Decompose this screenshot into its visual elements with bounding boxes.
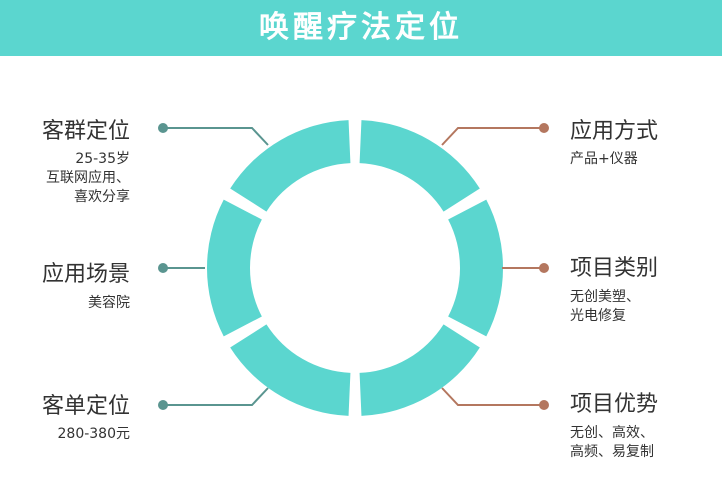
desc-application-scene: 美容院 <box>88 295 130 311</box>
label-project-advantage: 项目优势 <box>570 392 659 417</box>
connector-line-customer-group <box>163 127 269 146</box>
title-banner <box>0 0 722 56</box>
connector-dot-project-advantage <box>539 400 549 410</box>
connector-line-application-method <box>441 127 544 146</box>
desc-price-position: 280-380元 <box>57 426 131 442</box>
desc-project-category: 无创美塑、 光电修复 <box>570 289 640 324</box>
ring-segments <box>206 120 503 416</box>
ring-segment-project-advantage <box>359 324 480 416</box>
connector-dot-application-scene <box>158 263 168 273</box>
label-application-method: 应用方式 <box>570 119 659 144</box>
label-project-category: 项目类别 <box>570 256 659 281</box>
desc-application-method: 产品+仪器 <box>570 151 638 167</box>
label-price-position: 客单定位 <box>41 394 130 419</box>
connector-dot-customer-group <box>158 123 168 133</box>
connector-dot-project-category <box>539 263 549 273</box>
ring-segment-price-position <box>230 324 351 416</box>
connector-dot-application-method <box>539 123 549 133</box>
desc-customer-group: 25-35岁 互联网应用、 喜欢分享 <box>46 151 130 205</box>
ring-segment-application-method <box>359 120 480 212</box>
label-application-scene: 应用场景 <box>41 262 130 287</box>
connector-dot-price-position <box>158 400 168 410</box>
connector-line-price-position <box>163 387 269 406</box>
page-title: 唤醒疗法定位 <box>259 10 463 45</box>
ring-segment-application-scene <box>206 199 262 337</box>
ring-segment-project-category <box>448 199 503 337</box>
label-customer-group: 客群定位 <box>41 119 130 144</box>
connectors <box>158 123 549 410</box>
desc-project-advantage: 无创、高效、 高频、易复制 <box>570 425 654 460</box>
connector-line-project-advantage <box>441 387 544 406</box>
ring-segment-customer-group <box>230 120 351 212</box>
